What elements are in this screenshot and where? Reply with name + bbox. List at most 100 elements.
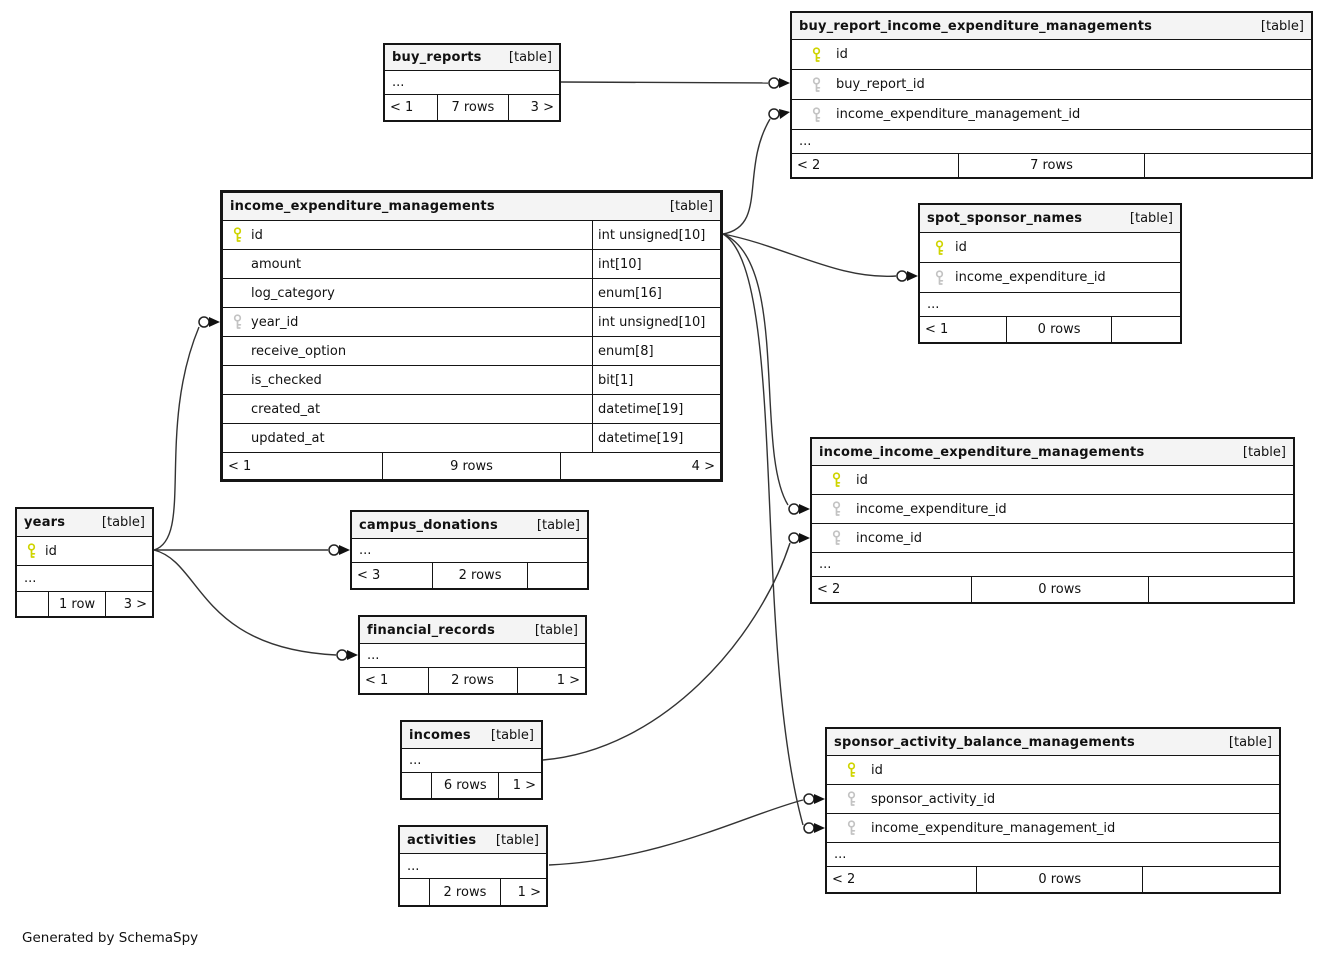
table-node-buy-reports[interactable]: buy_reports [table] ... < 1 7 rows 3 > (383, 43, 561, 122)
ellipsis-row: ... (352, 539, 587, 563)
table-footer: < 1 0 rows (920, 317, 1180, 342)
table-type-tag: [table] (1242, 444, 1286, 460)
table-footer: < 2 7 rows (792, 154, 1311, 177)
table-node-income-income-expenditure-managements[interactable]: income_income_expenditure_managements [t… (810, 437, 1295, 604)
table-footer: < 1 9 rows 4 > (223, 453, 720, 479)
ellipsis-row: ... (17, 566, 152, 592)
column-type: datetime[19] (592, 395, 720, 423)
edge-iem-ssn (722, 233, 897, 277)
column-row-id[interactable]: id (920, 233, 1180, 263)
table-name: sponsor_activity_balance_managements (834, 734, 1135, 750)
foreign-key-icon (847, 820, 856, 835)
column-name: year_id (251, 314, 299, 330)
column-type: datetime[19] (592, 424, 720, 452)
related-from-count: < 1 (925, 322, 949, 337)
table-header: income_income_expenditure_managements [t… (812, 439, 1293, 466)
edge-iem-iiem (722, 233, 789, 506)
table-header: incomes [table] (402, 722, 541, 749)
table-footer: < 1 2 rows 1 > (360, 668, 585, 693)
related-from-count: < 3 (357, 568, 381, 583)
table-node-income-expenditure-managements[interactable]: income_expenditure_managements [table] i… (220, 190, 723, 482)
related-to-count (1112, 317, 1180, 342)
related-to-count (1149, 577, 1293, 602)
table-name: incomes (409, 727, 471, 743)
row-count: 2 rows (431, 563, 529, 588)
related-to-count (1145, 154, 1311, 177)
column-row-receive-option[interactable]: receive_option enum[8] (223, 337, 720, 366)
table-type-tag: [table] (490, 727, 534, 743)
related-from-count: < 2 (817, 582, 841, 597)
table-node-buy-report-income-expenditure-managements[interactable]: buy_report_income_expenditure_management… (790, 11, 1313, 179)
table-node-financial-records[interactable]: financial_records [table] ... < 1 2 rows… (358, 615, 587, 695)
row-count: 2 rows (429, 879, 501, 905)
edge-years-iem (153, 326, 200, 551)
related-from-count: < 1 (390, 100, 414, 115)
column-row-created-at[interactable]: created_at datetime[19] (223, 395, 720, 424)
ellipsis-row: ... (812, 553, 1293, 577)
table-node-activities[interactable]: activities [table] ... 2 rows 1 > (398, 825, 548, 907)
foreign-key-icon (832, 530, 841, 545)
column-row-id[interactable]: id (812, 466, 1293, 495)
table-type-tag: [table] (495, 832, 539, 848)
edge-endpoint (788, 503, 810, 515)
foreign-key-icon (935, 269, 944, 285)
ellipsis-row: ... (400, 854, 546, 879)
column-name: income_expenditure_id (955, 270, 1106, 285)
column-row-year-id[interactable]: year_id int unsigned[10] (223, 308, 720, 337)
column-row-income-expenditure-management-id[interactable]: income_expenditure_management_id (792, 100, 1311, 130)
foreign-key-icon (832, 501, 841, 516)
column-type: int[10] (592, 250, 720, 278)
column-row-id[interactable]: id (827, 756, 1279, 785)
table-type-tag: [table] (508, 50, 552, 65)
ellipsis-row: ... (402, 749, 541, 773)
column-type: int unsigned[10] (592, 308, 720, 336)
column-row-id[interactable]: id int unsigned[10] (223, 221, 720, 250)
edge-endpoint (803, 822, 825, 834)
column-row-id[interactable]: id (792, 40, 1311, 70)
column-row-buy-report-id[interactable]: buy_report_id (792, 70, 1311, 100)
table-name: financial_records (367, 622, 496, 638)
column-row-id[interactable]: id (17, 537, 152, 566)
table-node-sponsor-activity-balance-managements[interactable]: sponsor_activity_balance_managements [ta… (825, 727, 1281, 894)
column-row-sponsor-activity-id[interactable]: sponsor_activity_id (827, 785, 1279, 814)
edge-endpoint (328, 544, 350, 556)
ellipsis-row: ... (360, 644, 585, 668)
table-type-tag: [table] (536, 517, 580, 533)
column-row-amount[interactable]: amount int[10] (223, 250, 720, 279)
table-name: spot_sponsor_names (927, 211, 1083, 226)
related-to-count: 3 > (530, 100, 554, 115)
table-node-years[interactable]: years [table] id ... 1 row 3 > (15, 507, 154, 618)
table-node-spot-sponsor-names[interactable]: spot_sponsor_names [table] id income_exp… (918, 203, 1182, 344)
table-node-campus-donations[interactable]: campus_donations [table] ... < 3 2 rows (350, 510, 589, 590)
column-row-income-expenditure-management-id[interactable]: income_expenditure_management_id (827, 814, 1279, 843)
foreign-key-icon (233, 314, 242, 329)
column-row-log-category[interactable]: log_category enum[16] (223, 279, 720, 308)
column-row-income-id[interactable]: income_id (812, 524, 1293, 553)
table-type-tag: [table] (1228, 734, 1272, 750)
column-row-updated-at[interactable]: updated_at datetime[19] (223, 424, 720, 453)
row-count: 7 rows (958, 154, 1145, 177)
row-count: 1 row (48, 592, 107, 616)
column-row-income-expenditure-id[interactable]: income_expenditure_id (920, 263, 1180, 293)
column-row-is-checked[interactable]: is_checked bit[1] (223, 366, 720, 395)
edge-endpoint (896, 270, 918, 282)
related-from-count (17, 592, 48, 616)
foreign-key-icon (812, 106, 821, 122)
column-name: buy_report_id (836, 77, 925, 92)
primary-key-icon (233, 227, 242, 242)
column-row-income-expenditure-id[interactable]: income_expenditure_id (812, 495, 1293, 524)
column-name: log_category (251, 285, 335, 301)
table-type-tag: [table] (1129, 211, 1173, 226)
row-count: 6 rows (431, 773, 500, 798)
column-type: bit[1] (592, 366, 720, 394)
primary-key-icon (935, 239, 944, 255)
related-from-count: < 2 (797, 158, 821, 173)
column-name: id (955, 240, 967, 255)
table-footer: < 3 2 rows (352, 563, 587, 588)
table-node-incomes[interactable]: incomes [table] ... 6 rows 1 > (400, 720, 543, 800)
table-footer: 1 row 3 > (17, 592, 152, 616)
edge-years-fr (153, 549, 337, 656)
table-name: income_expenditure_managements (230, 199, 495, 214)
table-header: spot_sponsor_names [table] (920, 205, 1180, 233)
